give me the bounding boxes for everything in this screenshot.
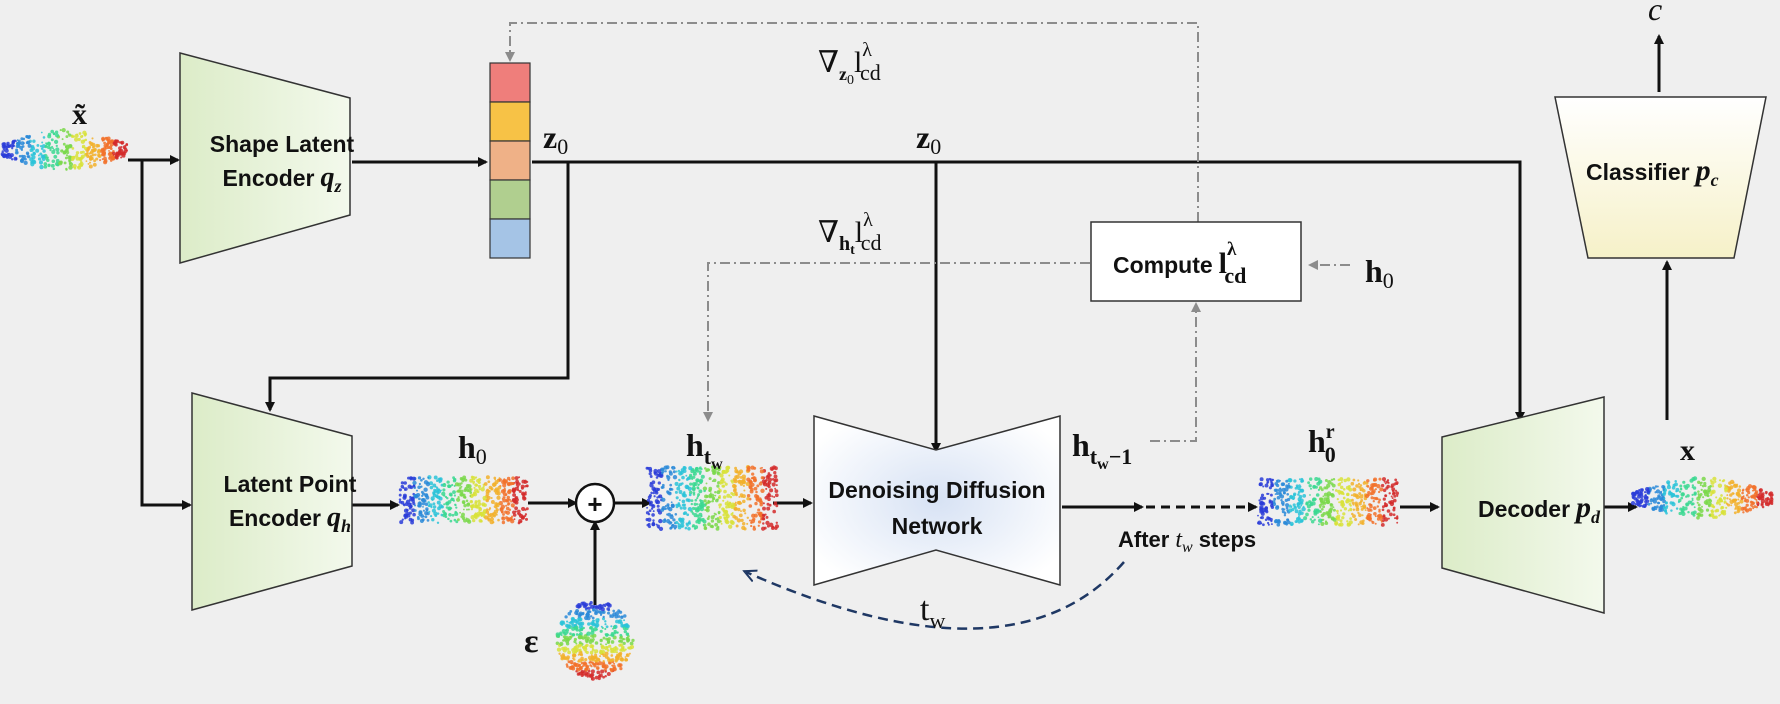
diffusion-line2: Network (892, 513, 983, 539)
latent-cell (489, 101, 531, 142)
line-grad-h-feedback (703, 262, 1090, 422)
sum-circle (574, 482, 616, 524)
point-cloud-h-tw (645, 464, 780, 532)
sum-plus: + (587, 489, 602, 519)
latent-vector-z0 (489, 62, 531, 259)
line-input-branch-down (140, 160, 192, 510)
label-x: x (1680, 434, 1695, 467)
latent-cell (489, 140, 531, 181)
label-z0-a: z0 (543, 119, 568, 159)
point-cloud-input (0, 128, 129, 171)
latent-cell (489, 62, 531, 103)
point-encoder-trapezoid (191, 392, 353, 611)
decoder-trapezoid (1441, 396, 1605, 614)
label-epsilon: ε (524, 623, 539, 660)
gradient-feedback-lines (505, 22, 1350, 442)
line-z0-to-point-encoder (265, 162, 570, 412)
latent-cell (489, 218, 531, 259)
point-cloud-h0-r (1257, 476, 1400, 527)
label-x-tilde: x̃ (72, 98, 87, 131)
label-h0-left: h0 (458, 429, 487, 469)
point-encoder-line1: Latent Point (224, 471, 357, 497)
point-clouds (0, 128, 1774, 681)
label-h-tw: htw (686, 427, 723, 473)
label-h0-right: h0 (1365, 253, 1394, 293)
connectors (128, 34, 1672, 605)
line-z0-to-decoder (532, 160, 1525, 422)
diffusion-line1: Denoising Diffusion (828, 477, 1045, 503)
point-cloud-output (1630, 476, 1774, 520)
line-htw1-to-compute (1150, 302, 1201, 442)
denoising-diffusion-network: Denoising Diffusion Network (813, 415, 1061, 586)
label-c: c (1648, 0, 1662, 27)
compute-rect (1090, 221, 1302, 302)
latent-cell (489, 179, 531, 220)
point-cloud-h0 (398, 475, 529, 525)
shape-encoder-trapezoid (179, 52, 351, 264)
point-cloud-epsilon (555, 600, 635, 681)
line-grad-z0-feedback (505, 22, 1199, 222)
diffusion-bowtie (813, 415, 1061, 586)
loop-arrow-tw (746, 561, 1125, 630)
sum-node: + (574, 482, 616, 524)
label-z0-b: z0 (916, 119, 941, 159)
shape-encoder-line1: Shape Latent (210, 131, 355, 157)
classifier-trapezoid (1554, 96, 1767, 259)
label-tw: tw (920, 591, 945, 633)
label-h-tw-minus-1: htw−1 (1072, 427, 1132, 473)
